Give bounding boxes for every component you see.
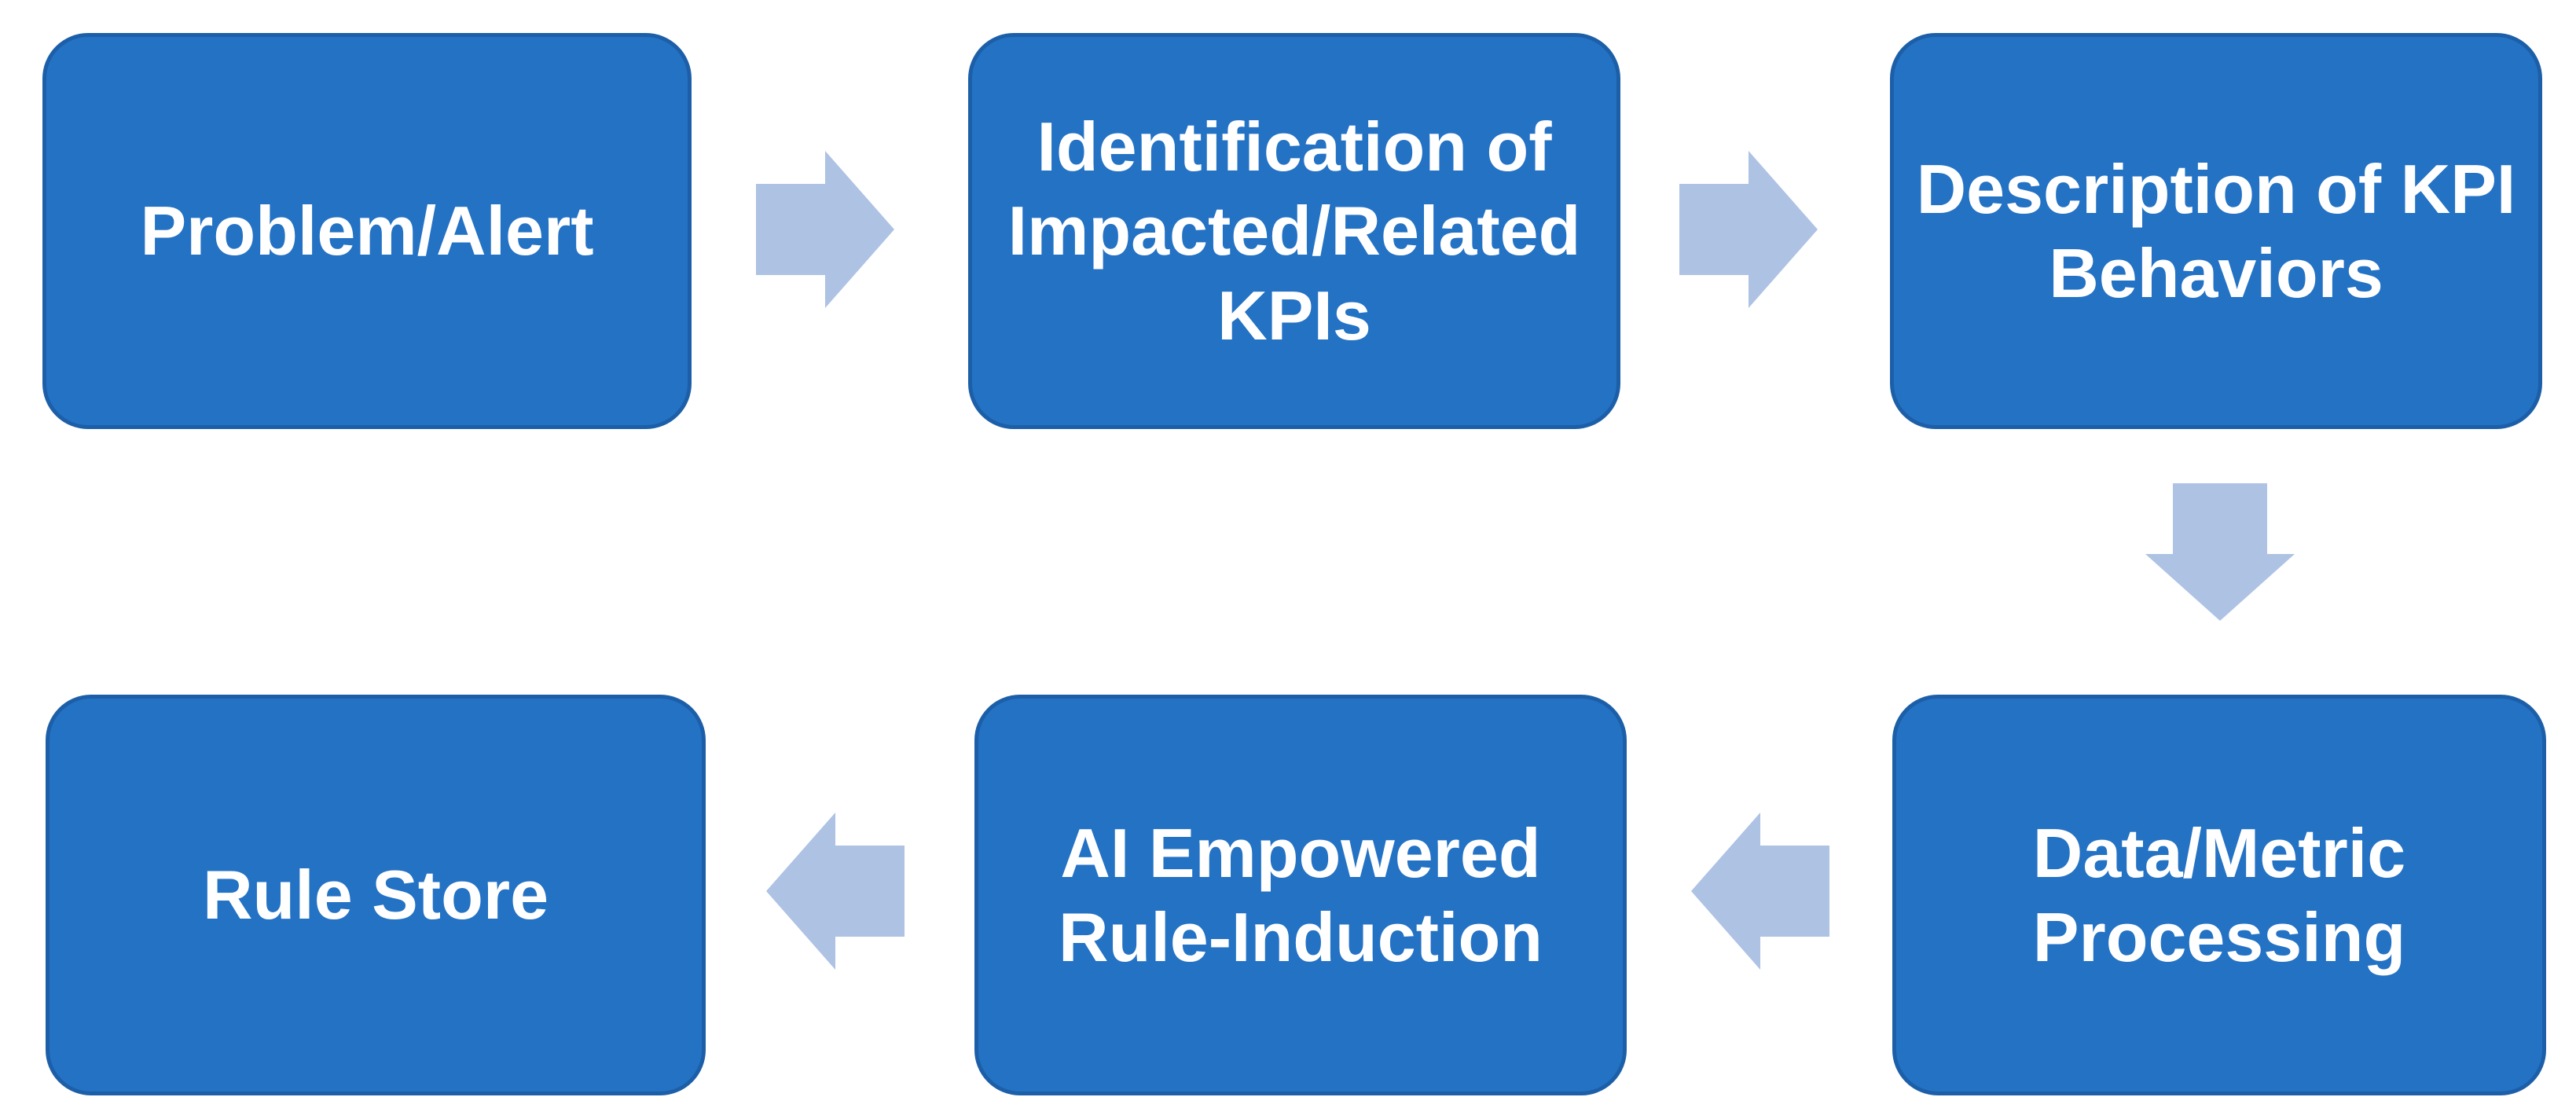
arrow-shape: [1691, 813, 1829, 970]
node-description-kpi: Description of KPI Behaviors: [1890, 33, 2542, 429]
node-label: Data/Metric Processing: [2032, 813, 2406, 976]
arrow-shape: [756, 151, 894, 308]
node-label: Rule Store: [202, 856, 549, 934]
arrow-right-icon: [1679, 151, 1818, 308]
node-label: Description of KPI Behaviors: [1916, 149, 2516, 312]
node-label: Problem/Alert: [140, 192, 594, 270]
arrow-shape: [2145, 483, 2295, 621]
node-label: AI Empowered Rule-Induction: [1059, 813, 1543, 976]
node-ai-rule-induction: AI Empowered Rule-Induction: [974, 695, 1627, 1095]
arrow-right-icon: [756, 151, 894, 308]
node-label: Identification of Impacted/Related KPIs: [1007, 107, 1581, 354]
arrow-shape: [1679, 151, 1818, 308]
node-problem-alert: Problem/Alert: [42, 33, 692, 429]
arrow-left-icon: [1691, 813, 1829, 970]
node-data-metric: Data/Metric Processing: [1892, 695, 2546, 1095]
arrow-shape: [766, 813, 905, 970]
node-identification-kpis: Identification of Impacted/Related KPIs: [968, 33, 1620, 429]
node-rule-store: Rule Store: [46, 695, 706, 1095]
arrow-left-icon: [766, 813, 905, 970]
arrow-down-icon: [2145, 483, 2295, 621]
